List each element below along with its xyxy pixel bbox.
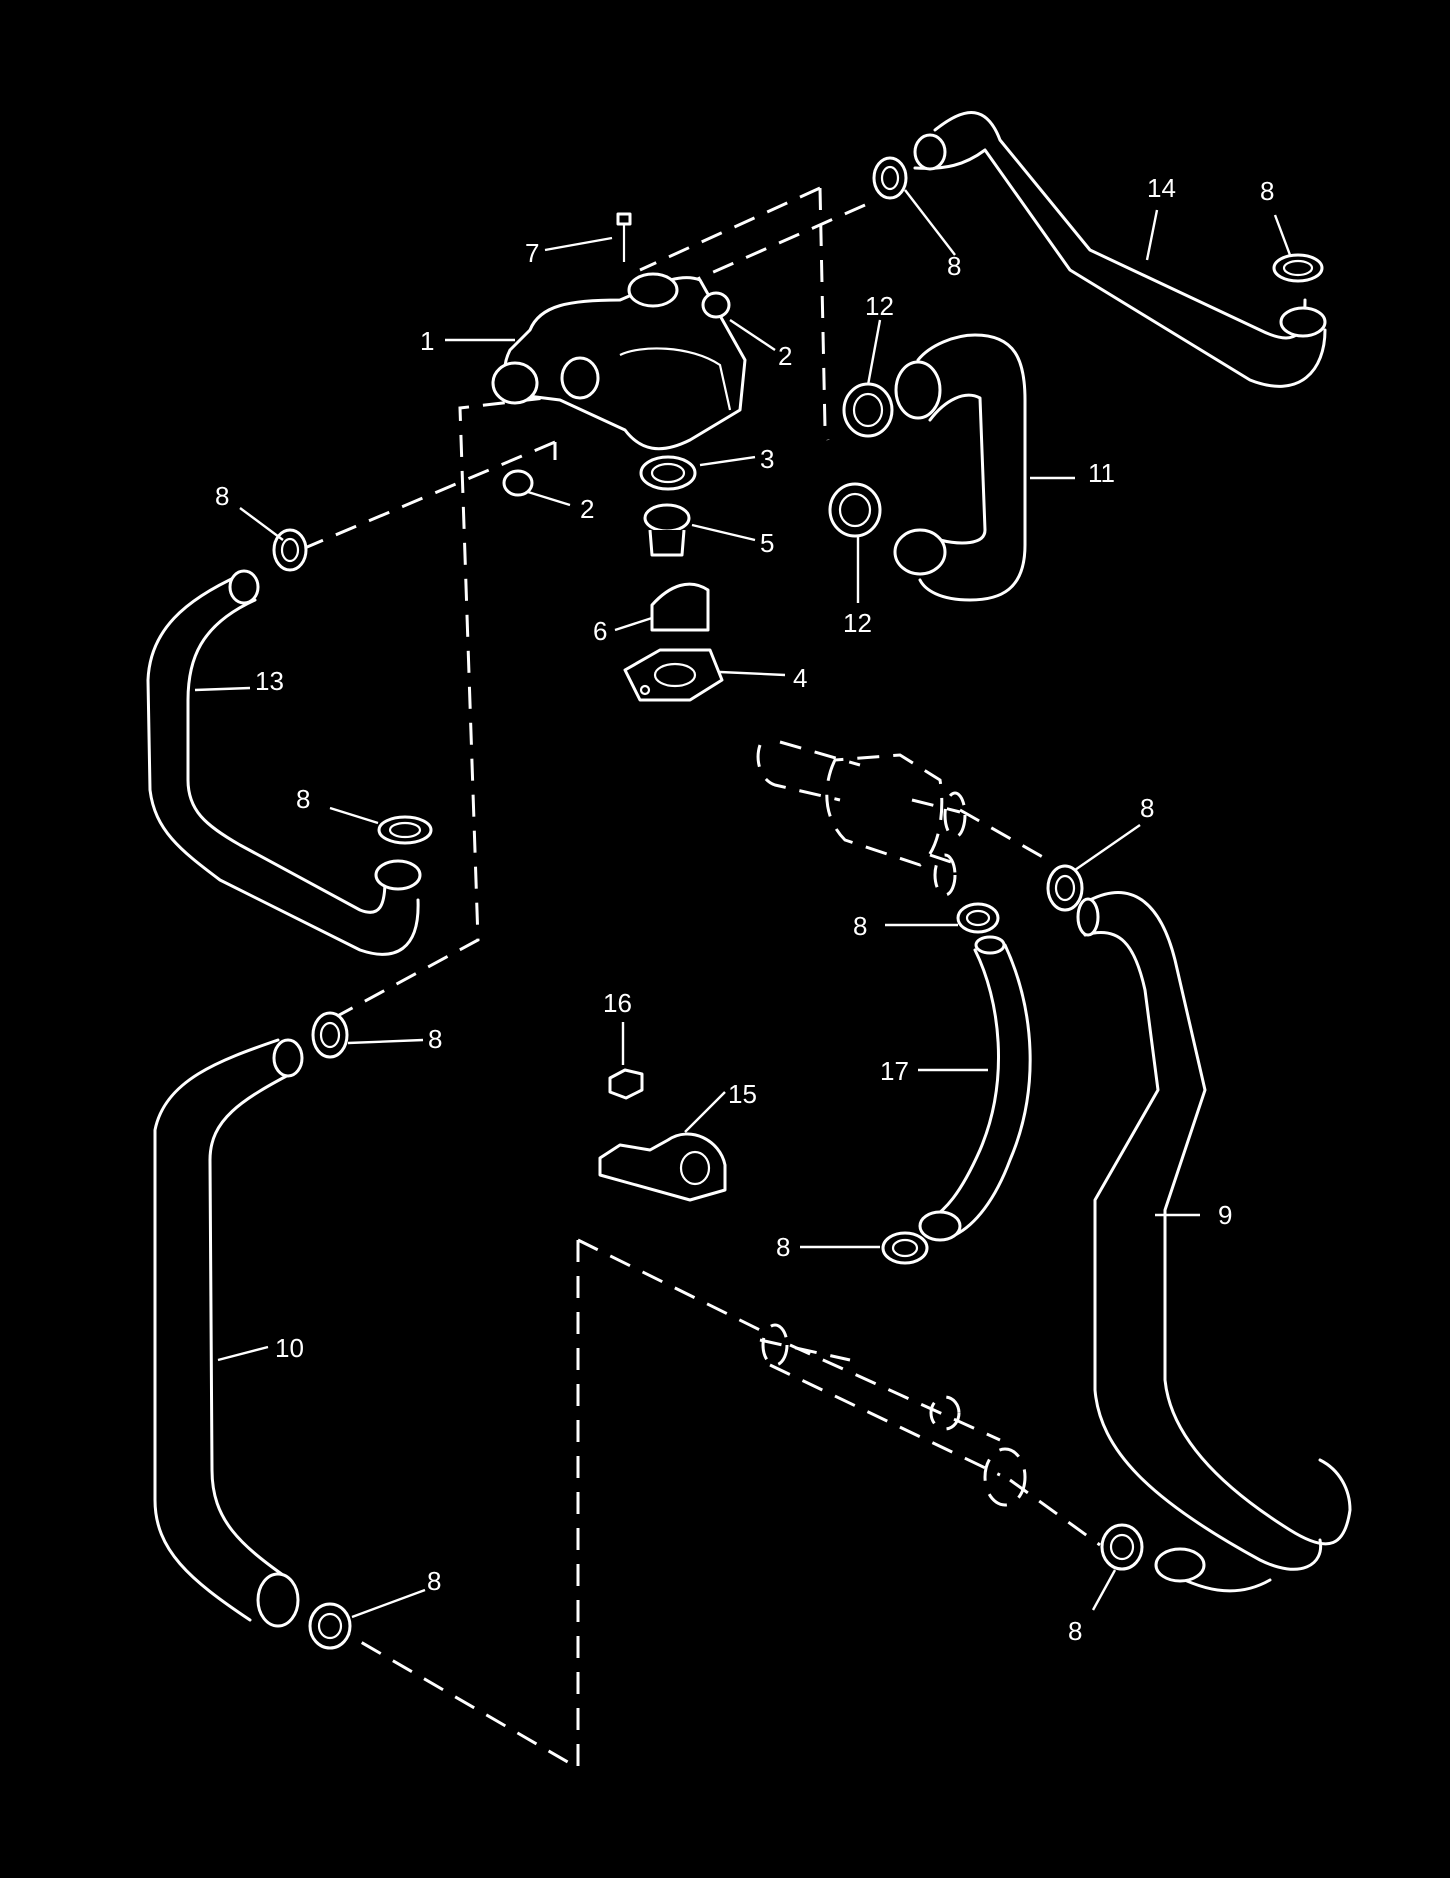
callout-1: 1 xyxy=(420,326,434,356)
thermostat-housing xyxy=(491,272,747,451)
callout-6: 6 xyxy=(593,616,607,646)
callout-4: 4 xyxy=(793,663,807,693)
callout-8-b: 8 xyxy=(1260,176,1274,206)
callout-8-e: 8 xyxy=(1140,793,1154,823)
clamp-8-d xyxy=(377,815,433,845)
leader-lines xyxy=(194,189,1292,1619)
callout-8-a: 8 xyxy=(947,251,961,281)
callout-10: 10 xyxy=(275,1333,304,1363)
callout-12-lower: 12 xyxy=(843,608,872,638)
callout-8-j: 8 xyxy=(1068,1616,1082,1646)
assembly-lines xyxy=(299,186,1101,1771)
callout-8-d: 8 xyxy=(296,784,310,814)
callout-17: 17 xyxy=(880,1056,909,1086)
callout-9: 9 xyxy=(1218,1200,1232,1230)
bolt-7 xyxy=(616,212,632,262)
callout-2-upper: 2 xyxy=(778,341,792,371)
clamp-8-j xyxy=(1100,1523,1144,1571)
callout-8-i: 8 xyxy=(427,1566,441,1596)
callout-8-h: 8 xyxy=(776,1232,790,1262)
callout-labels: 1 7 2 2 3 5 6 4 11 12 12 13 14 8 8 8 8 8… xyxy=(215,173,1274,1646)
callout-7: 7 xyxy=(525,238,539,268)
clamp-8-g xyxy=(311,1011,349,1059)
hose-13 xyxy=(146,569,422,956)
clamp-12-lower xyxy=(828,482,882,538)
callout-5: 5 xyxy=(760,528,774,558)
sleeve-6 xyxy=(650,582,710,632)
clamp-12-upper xyxy=(842,382,894,438)
hose-10 xyxy=(153,1038,304,1628)
callout-3: 3 xyxy=(760,444,774,474)
gasket-3 xyxy=(639,455,697,491)
callout-13: 13 xyxy=(255,666,284,696)
clamp-8-i xyxy=(308,1602,352,1650)
clamp-8-h xyxy=(881,1231,929,1265)
hose-17 xyxy=(918,935,1032,1242)
cooler-upper xyxy=(756,740,967,897)
clamp-8-f xyxy=(956,902,1000,934)
thermostat-5 xyxy=(643,503,691,557)
callout-8-g: 8 xyxy=(428,1024,442,1054)
gasket-4 xyxy=(623,648,724,702)
hose-11 xyxy=(893,333,1027,602)
clamp-8-a xyxy=(872,156,908,200)
nut-16 xyxy=(608,1068,644,1100)
hose-9 xyxy=(1076,891,1352,1593)
callout-12-upper: 12 xyxy=(865,291,894,321)
callout-8-c: 8 xyxy=(215,481,229,511)
callout-8-f: 8 xyxy=(853,911,867,941)
callout-2-lower: 2 xyxy=(580,494,594,524)
callout-15: 15 xyxy=(728,1079,757,1109)
plug-2-lower xyxy=(502,469,534,497)
callout-16: 16 xyxy=(603,988,632,1018)
cooler-lower xyxy=(759,1323,1027,1507)
clamp-8-b xyxy=(1272,253,1324,283)
callout-11: 11 xyxy=(1088,458,1115,488)
hose-14 xyxy=(913,111,1327,388)
bracket-15 xyxy=(598,1132,727,1202)
plug-2-upper xyxy=(701,291,731,319)
clamp-8-e xyxy=(1046,864,1084,912)
callout-14: 14 xyxy=(1147,173,1176,203)
